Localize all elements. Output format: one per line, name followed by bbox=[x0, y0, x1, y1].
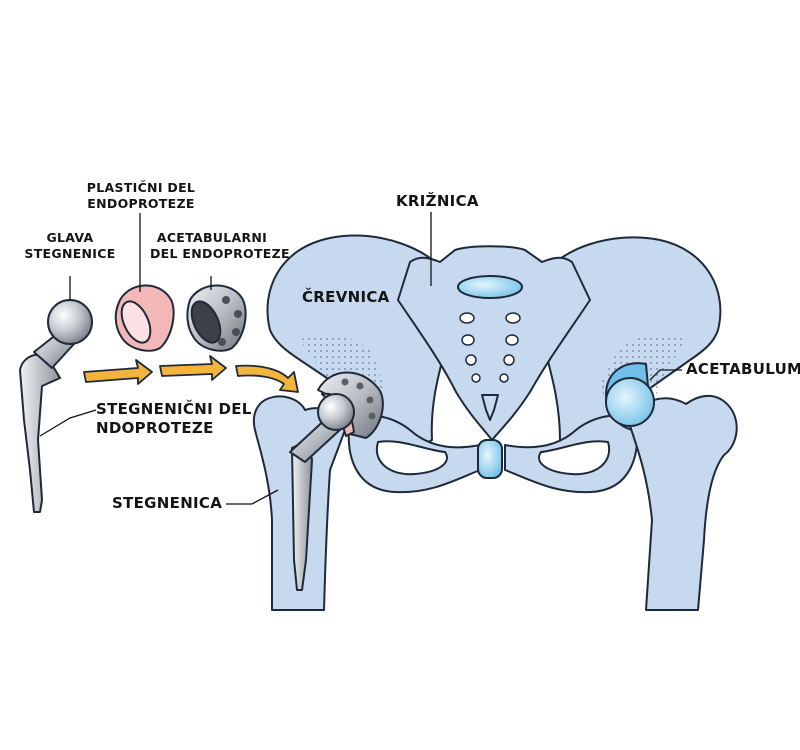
label-line: STEGNENICE bbox=[24, 246, 116, 261]
acetabular-shell bbox=[186, 284, 247, 352]
femoral-head-ball bbox=[47, 299, 93, 345]
label-crevnica: ČREVNICA bbox=[302, 288, 390, 306]
sacral-disc bbox=[457, 275, 523, 299]
sacrum bbox=[397, 245, 591, 441]
label-stegnenicni-del: STEGNENIČNI DEL NDOPROTEZE bbox=[96, 400, 252, 438]
label-line: STEGNENIČNI DEL bbox=[96, 400, 252, 418]
pubic-symphysis bbox=[477, 439, 503, 479]
obturator-right bbox=[538, 440, 611, 476]
label-line: GLAVA bbox=[46, 230, 94, 245]
assembly-arrows bbox=[83, 355, 299, 393]
arrow-2 bbox=[159, 355, 227, 381]
label-line: PLASTIČNI DEL bbox=[86, 180, 196, 195]
femur-shaft-right bbox=[627, 394, 738, 611]
label-plasticni-del: PLASTIČNI DEL ENDOPROTEZE bbox=[86, 180, 196, 212]
label-stegnenica: STEGNENICA bbox=[112, 494, 223, 512]
femoral-head-right bbox=[605, 377, 655, 427]
obturator-left bbox=[375, 440, 448, 476]
label-acetabulum: ACETABULUM bbox=[686, 360, 800, 378]
label-kriznica: KRIŽNICA bbox=[396, 192, 479, 210]
label-line: DEL ENDOPROTEZE bbox=[150, 246, 290, 261]
femoral-component bbox=[19, 299, 93, 513]
arrow-3 bbox=[235, 364, 299, 393]
femur-left bbox=[252, 371, 384, 611]
sacral-foramina bbox=[459, 312, 521, 383]
stem bbox=[19, 353, 61, 513]
label-line: ENDOPROTEZE bbox=[87, 196, 195, 211]
coccyx bbox=[481, 394, 499, 421]
arrow-1 bbox=[83, 359, 153, 385]
femur-right bbox=[605, 362, 738, 611]
label-line: NDOPROTEZE bbox=[96, 419, 214, 437]
plastic-liner bbox=[114, 284, 175, 352]
pelvis bbox=[266, 234, 722, 494]
label-acetabularni-del: ACETABULARNI DEL ENDOPROTEZE bbox=[150, 230, 290, 262]
implant-ball-left bbox=[317, 393, 355, 431]
leader-lines bbox=[39, 212, 682, 505]
label-glava-stegnenice: GLAVA STEGNENICE bbox=[20, 230, 120, 262]
label-line: ACETABULARNI bbox=[156, 230, 268, 245]
